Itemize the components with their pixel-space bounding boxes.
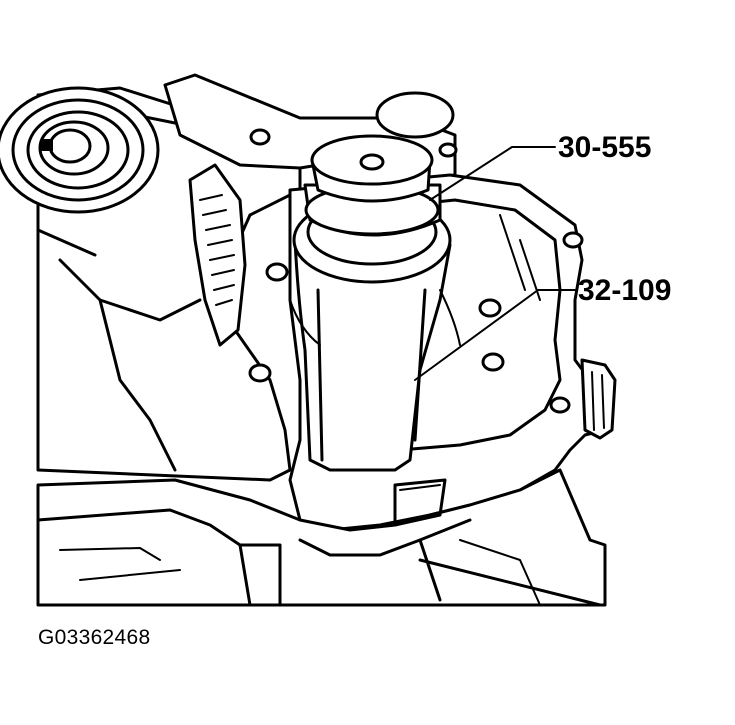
right-flange-bolt bbox=[580, 358, 617, 440]
tool-30-555 bbox=[303, 134, 442, 237]
callout-30-555: 30-555 bbox=[558, 131, 651, 164]
leader-lines bbox=[414, 146, 576, 381]
gear-segment bbox=[188, 163, 247, 347]
lower-casting bbox=[36, 468, 607, 607]
callout-32-109: 32-109 bbox=[578, 274, 671, 307]
pulley-assembly bbox=[0, 86, 160, 214]
figure-id: G03362468 bbox=[38, 626, 151, 649]
